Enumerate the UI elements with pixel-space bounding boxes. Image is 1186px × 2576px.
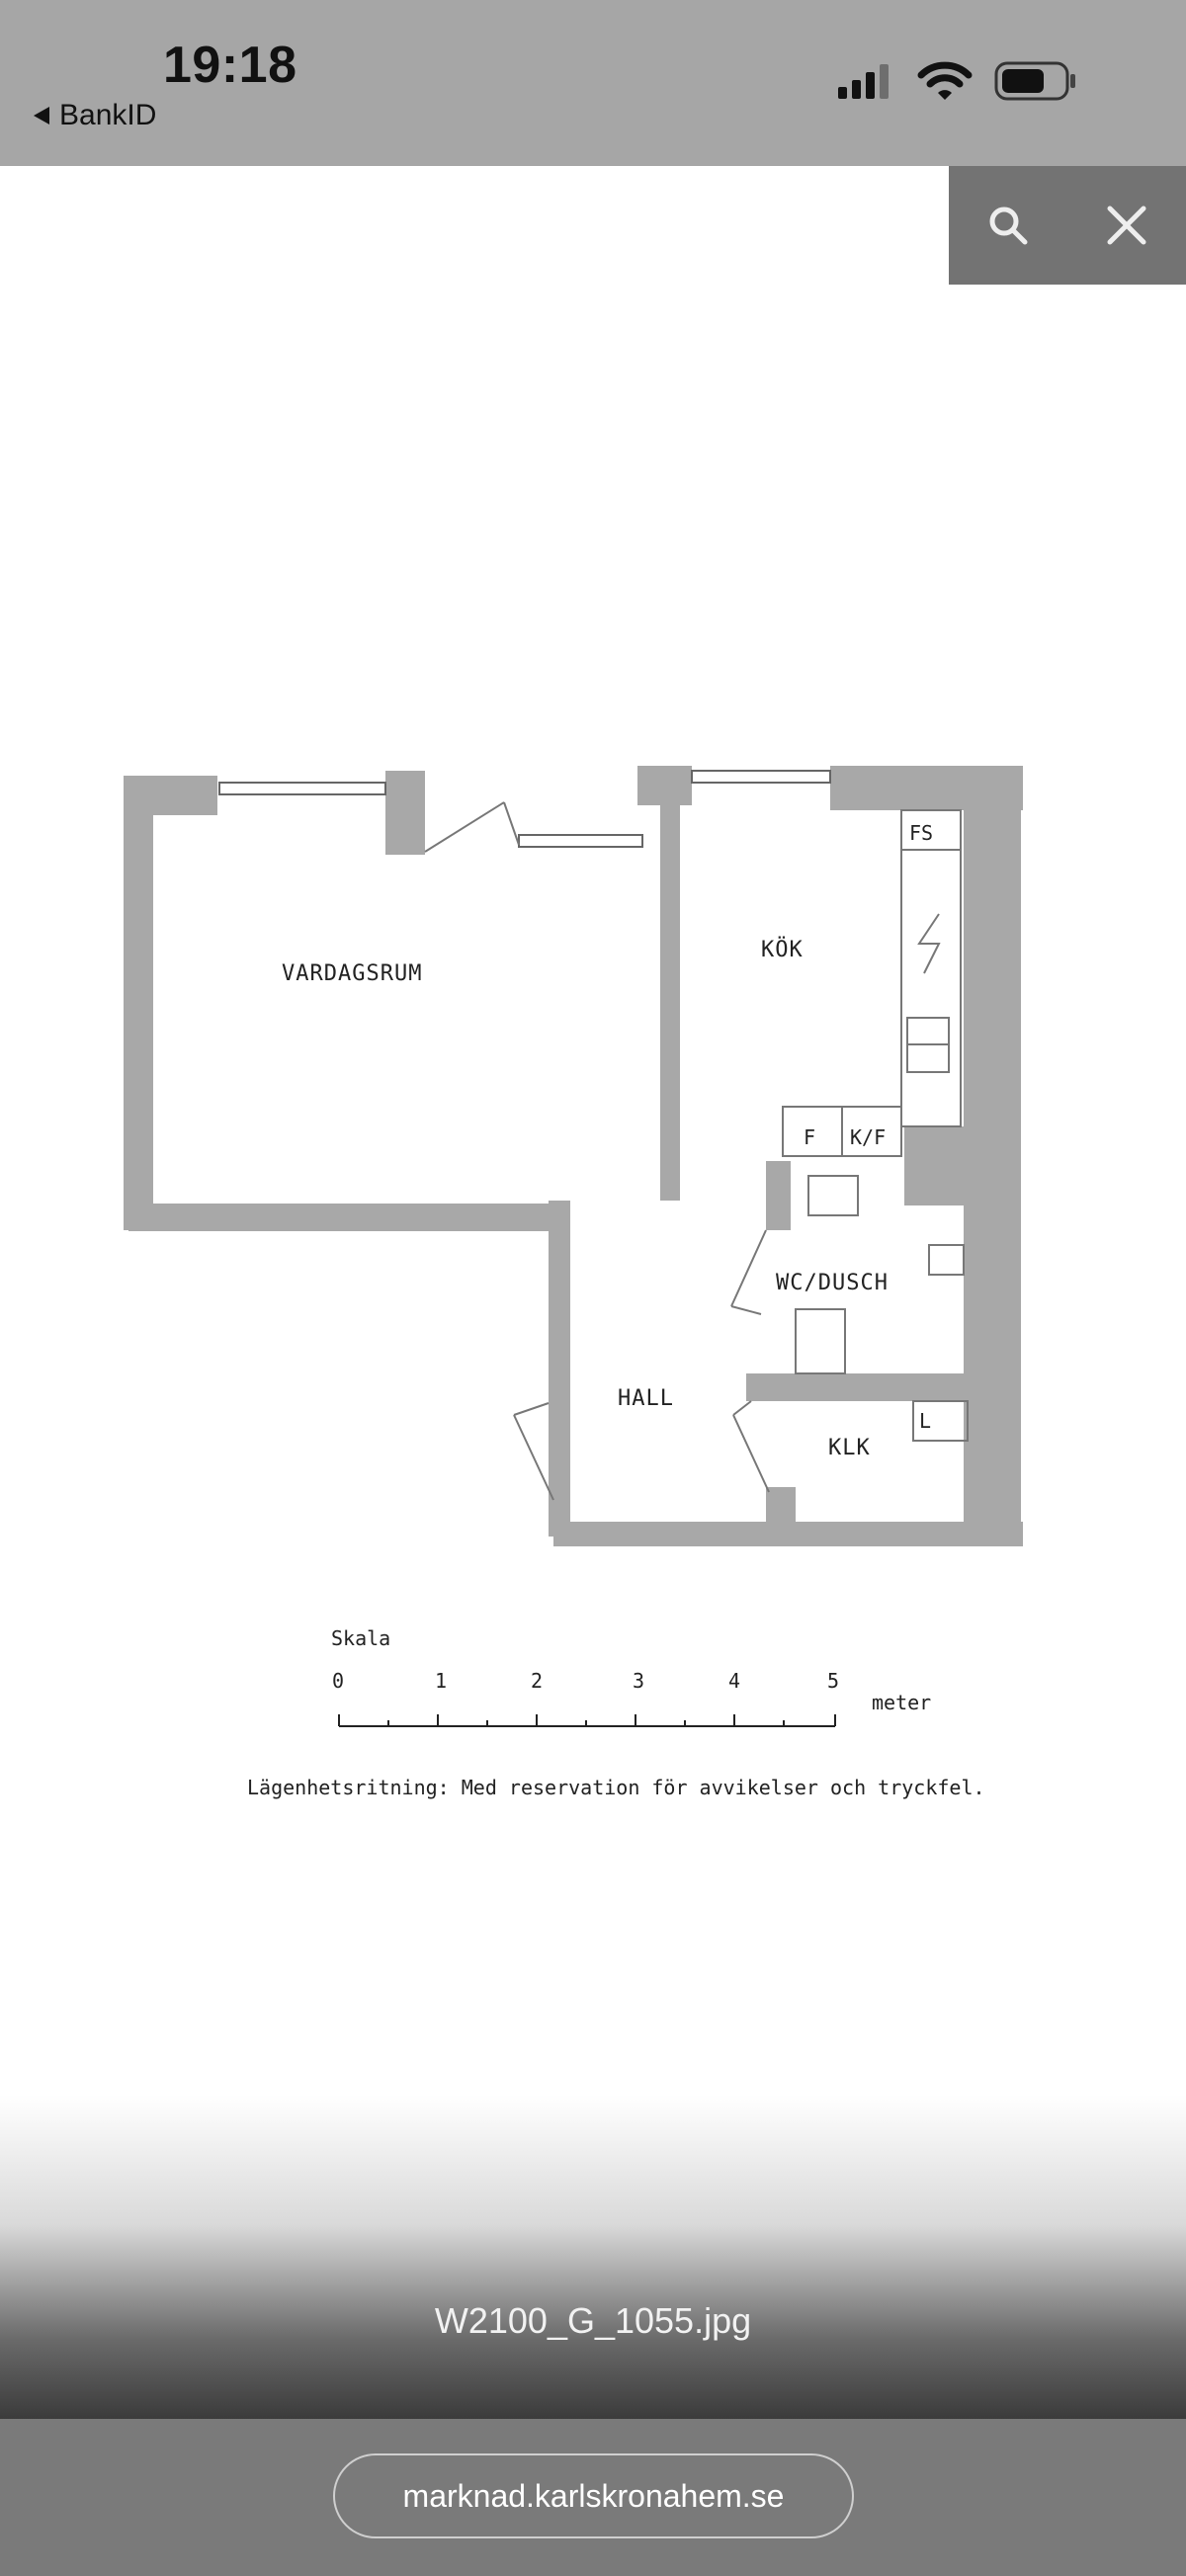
scale-tick-5: 5 — [827, 1669, 839, 1693]
room-label-klk: KLK — [828, 1436, 871, 1460]
close-button[interactable] — [1087, 186, 1166, 265]
scale-bar: Skala 0 1 2 3 4 5 meter — [331, 1626, 931, 1727]
walls — [124, 766, 1023, 1546]
disclaimer-text: Lägenhetsritning: Med reservation för av… — [247, 1776, 985, 1799]
back-app-label: BankID — [59, 99, 157, 131]
close-icon — [1107, 206, 1146, 245]
status-bar: 19:18 BankID — [0, 0, 1186, 166]
image-viewer-toolbar — [949, 166, 1186, 285]
kitchen-fittings — [782, 809, 969, 1442]
status-icons — [836, 61, 1077, 101]
room-label-vardagsrum: VARDAGSRUM — [282, 961, 422, 986]
browser-bottom-bar: marknad.karlskronahem.se — [0, 2419, 1186, 2576]
battery-icon — [994, 61, 1075, 101]
image-filename: W2100_G_1055.jpg — [434, 2300, 752, 2341]
fixture-label-f: F — [804, 1125, 815, 1149]
room-label-hall: HALL — [618, 1386, 674, 1411]
scale-unit: meter — [872, 1691, 931, 1714]
fixture-label-fs: FS — [909, 821, 933, 845]
room-label-wc-dusch: WC/DUSCH — [776, 1271, 889, 1295]
fixture-label-l: L — [919, 1409, 931, 1433]
scale-line — [338, 1714, 836, 1727]
status-time: 19:18 — [163, 37, 297, 94]
scale-tick-1: 1 — [435, 1669, 447, 1693]
address-bar[interactable]: marknad.karlskronahem.se — [333, 2453, 854, 2538]
windows — [218, 770, 831, 848]
search-button[interactable] — [969, 186, 1048, 265]
cellular-signal-icon — [838, 64, 889, 99]
back-arrow-icon — [34, 107, 49, 125]
floor-plan-drawing: VARDAGSRUM KÖK WC/DUSCH HALL KLK FS F K/… — [124, 766, 1023, 1799]
scale-title: Skala — [331, 1626, 390, 1650]
doors — [424, 801, 770, 1501]
caption-gradient — [0, 2095, 1186, 2421]
scale-tick-2: 2 — [531, 1669, 543, 1693]
search-icon — [989, 207, 1028, 245]
back-to-app-button[interactable]: BankID — [34, 99, 156, 132]
floor-plan-image: VARDAGSRUM KÖK WC/DUSCH HALL KLK FS F K/… — [0, 751, 1186, 1838]
scale-tick-4: 4 — [728, 1669, 740, 1693]
fixture-label-kf: K/F — [850, 1125, 886, 1149]
scale-tick-3: 3 — [633, 1669, 644, 1693]
scale-tick-0: 0 — [332, 1669, 344, 1693]
wifi-icon — [917, 61, 973, 100]
room-label-kok: KÖK — [761, 937, 804, 962]
